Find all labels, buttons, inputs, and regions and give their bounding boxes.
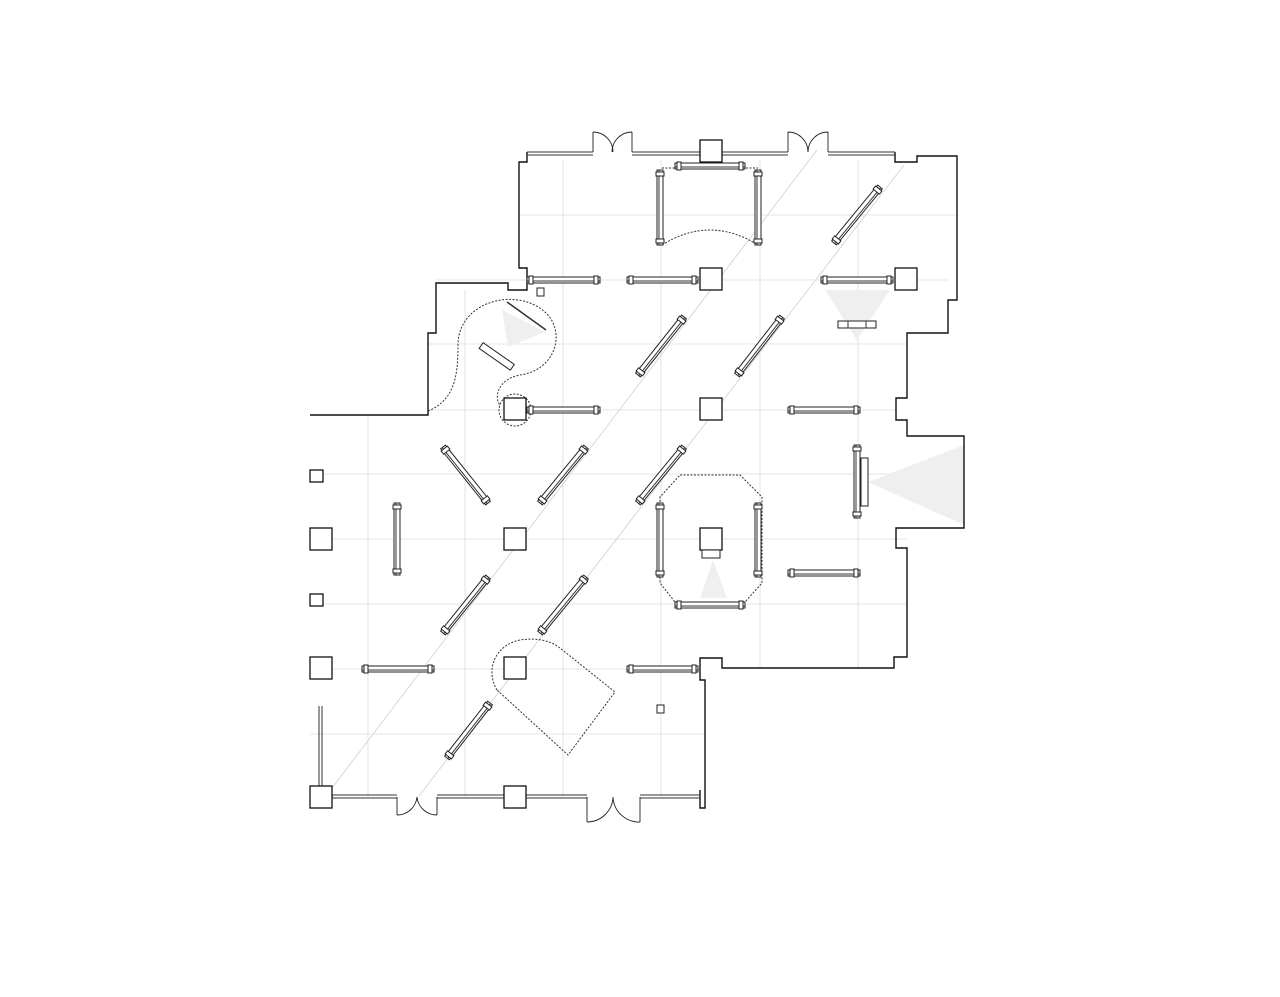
display-panel [830,184,884,246]
display-panel [443,700,494,761]
display-panel [634,314,688,378]
doors [396,131,829,823]
curved-partitions [427,167,763,756]
display-panel [674,161,746,171]
display-panel [526,275,601,285]
display-panel [626,664,699,674]
display-panel [526,405,601,415]
display-panel [753,169,763,246]
sightline [325,149,818,797]
exterior-wall [699,152,965,809]
bench [860,457,869,507]
display-panel [753,502,763,578]
bench [837,320,877,329]
pillar [309,656,333,680]
pillar [309,785,333,809]
partition-line [506,301,547,331]
display-panel [787,568,861,578]
display-panel [361,664,435,674]
pillar [699,397,723,421]
exterior-wall [310,152,528,416]
pillar [309,469,324,483]
pillar [894,267,918,291]
stool [656,704,665,714]
pillar [503,397,527,421]
display-panel [536,574,590,636]
sightline [418,164,905,797]
bench [478,341,515,371]
display-panel [392,502,402,576]
pillars [309,139,918,809]
display-panel [820,275,894,285]
view-cones [502,290,964,598]
display-panel [536,444,590,506]
pillar [309,527,333,551]
display-panel [852,444,862,519]
pillar [503,656,527,680]
pillar [503,785,527,809]
display-panel [655,169,665,246]
bench [701,549,721,559]
display-panel [655,502,665,578]
stool [536,287,545,297]
pillar [699,139,723,163]
display-panels [361,161,894,761]
pillar [699,527,723,551]
furniture [478,287,877,714]
display-panel [634,444,688,506]
pillar [699,267,723,291]
display-panel [733,314,786,378]
pillar [503,527,527,551]
display-panel [787,405,861,415]
display-panel [674,600,746,610]
display-panel [439,444,492,506]
window-walls [318,151,895,799]
pillar [309,593,324,607]
display-panel [626,275,699,285]
display-panel [439,574,492,636]
